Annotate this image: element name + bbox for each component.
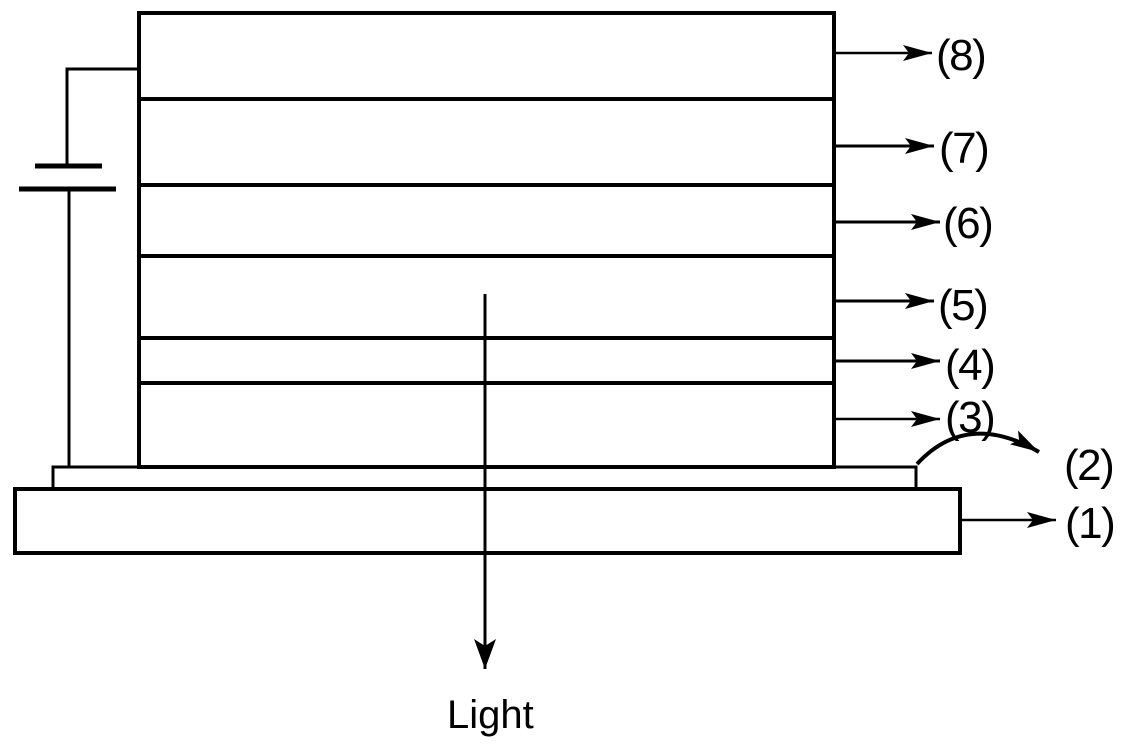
wire-top-electrode <box>65 67 139 164</box>
callout-label-4: (4) <box>945 341 996 390</box>
callout-label-2: (2) <box>1064 441 1115 490</box>
callout-label-3: (3) <box>945 393 996 442</box>
light-label: Light <box>447 693 534 737</box>
substrate-box <box>13 487 962 555</box>
callout-label-8: (8) <box>936 31 987 80</box>
callout-label-7: (7) <box>939 124 990 173</box>
callout-label-1: (1) <box>1065 499 1116 548</box>
callout-arrow-2-curved-icon <box>915 430 1041 466</box>
callout-label-5: (5) <box>938 281 989 330</box>
callout-label-6: (6) <box>943 199 994 248</box>
